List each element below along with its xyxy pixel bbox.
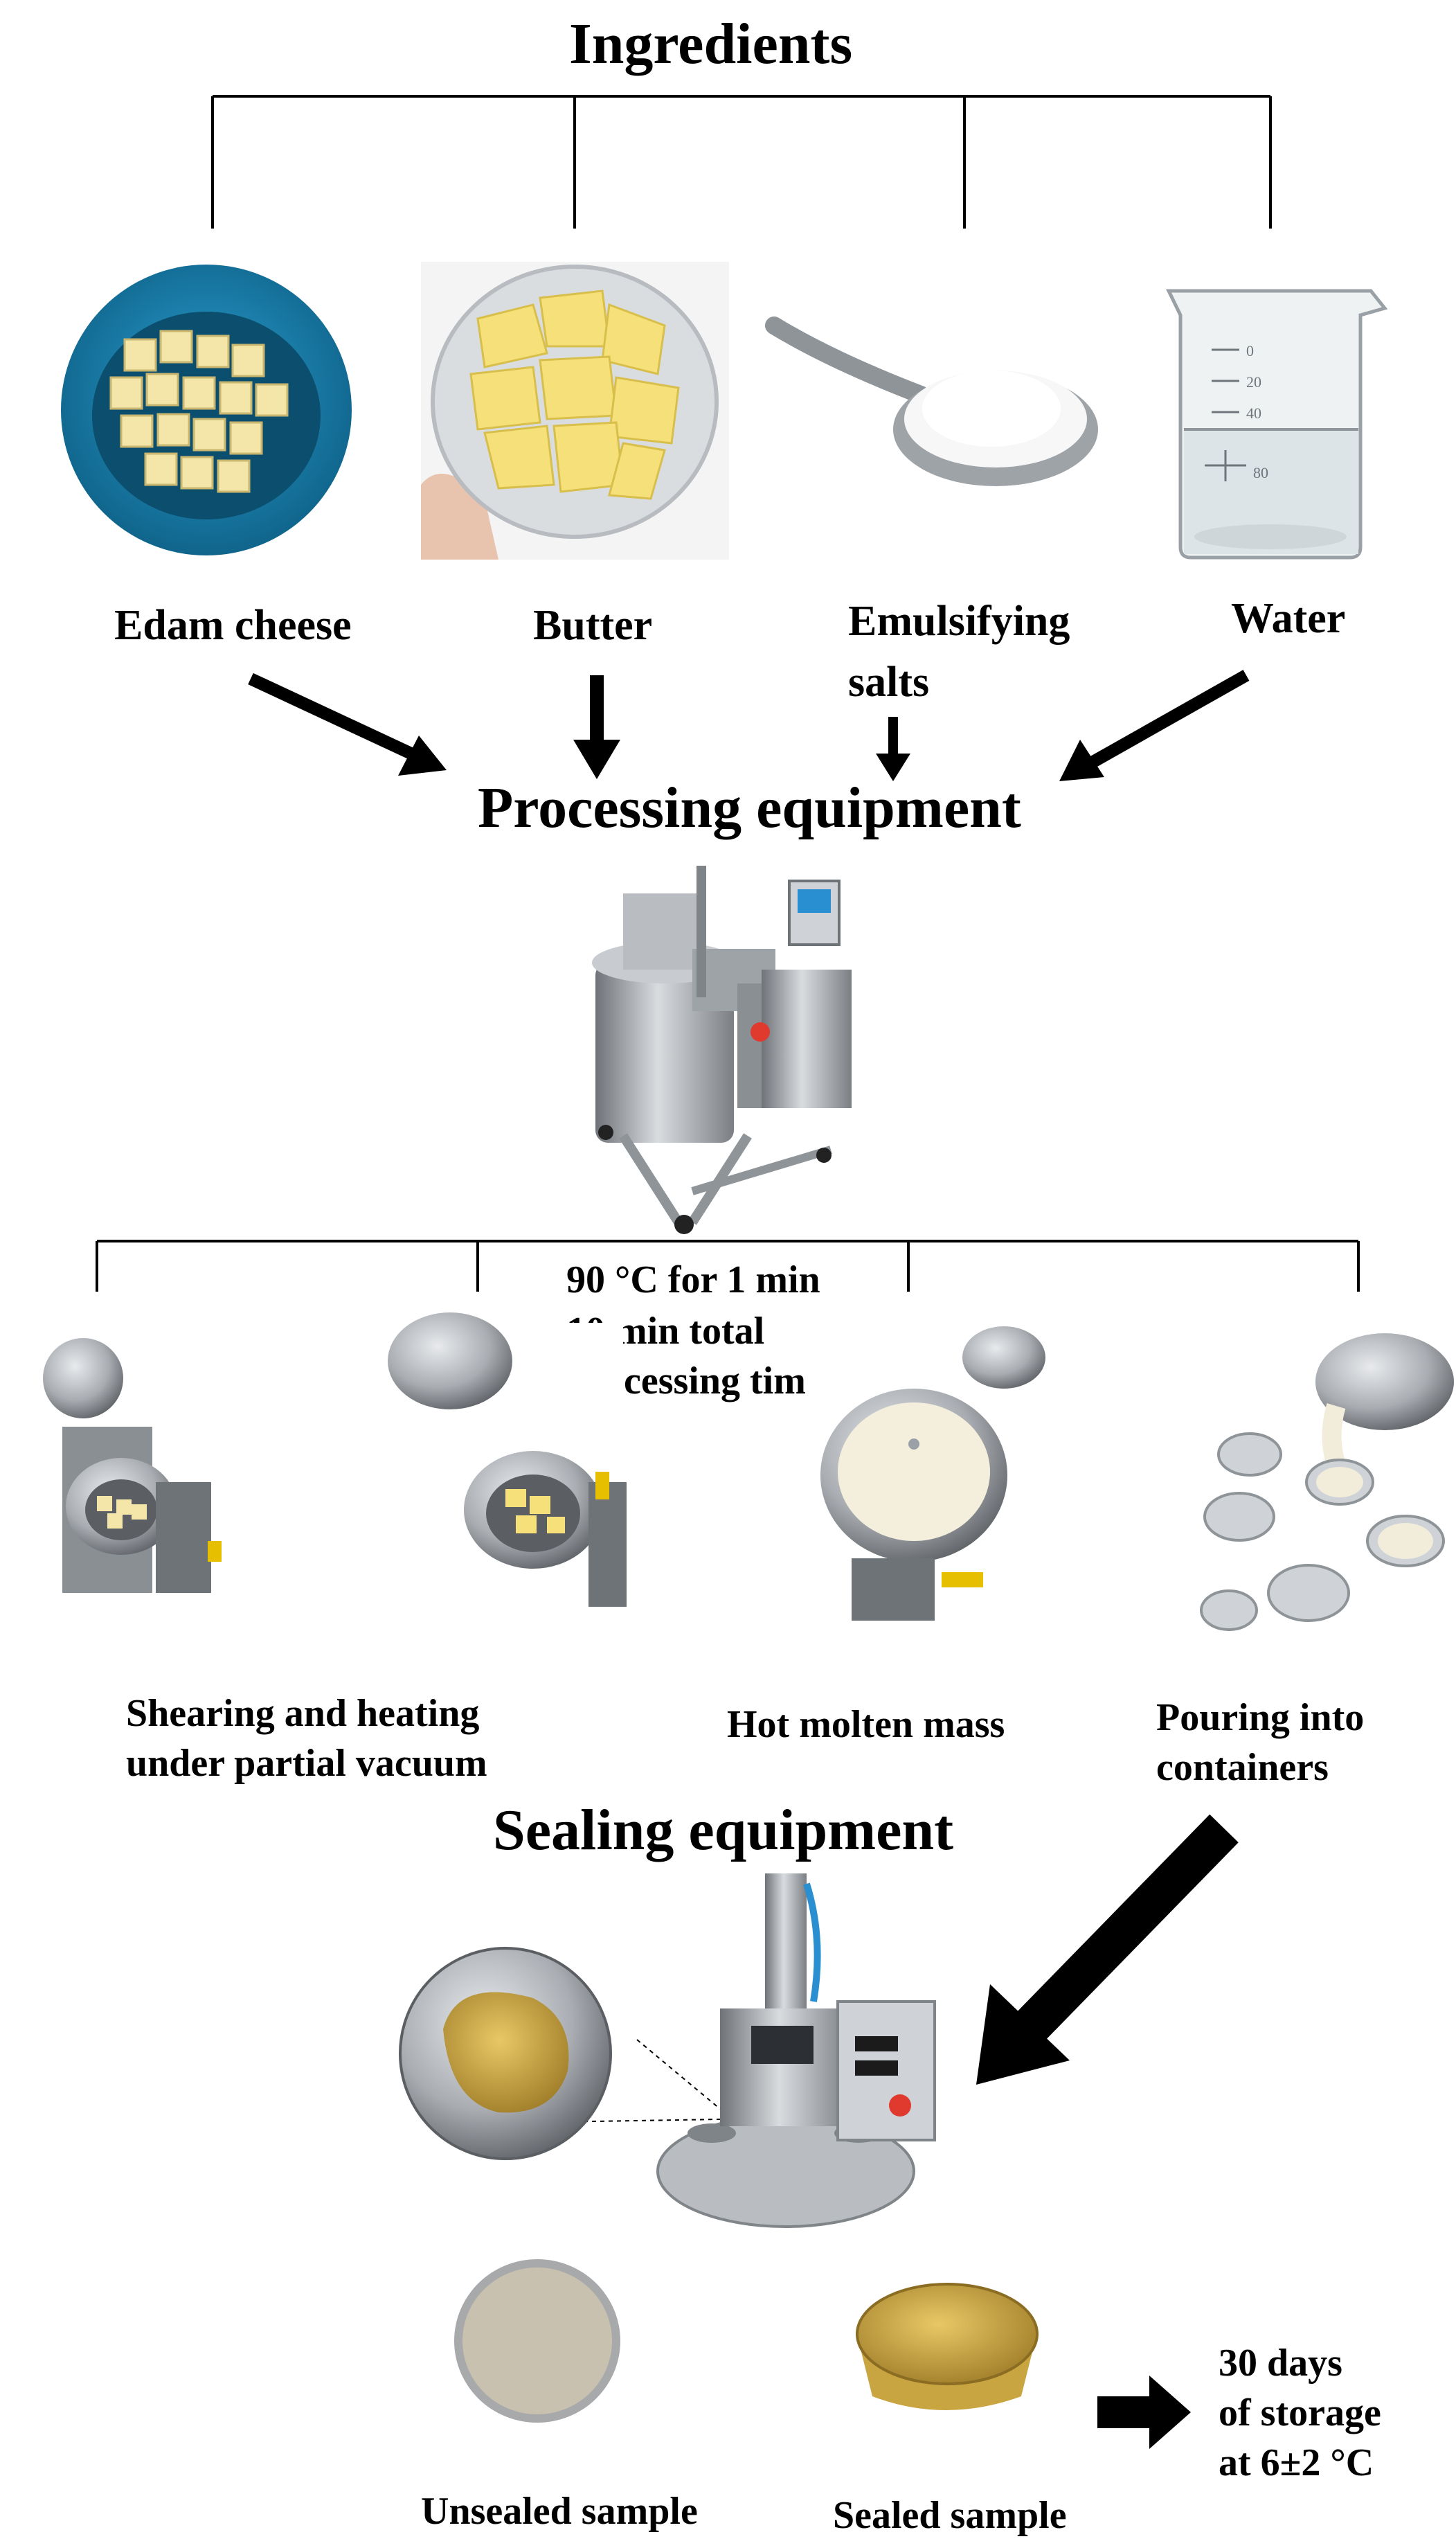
emulsifying-salts-image	[765, 317, 1098, 486]
edam-cheese-image	[61, 265, 352, 555]
processing-machine-image	[592, 866, 852, 1234]
shearing-photo-2	[388, 1312, 627, 1634]
shearing-photo-1	[21, 1338, 239, 1631]
label-pouring-2: containers	[1156, 1746, 1329, 1789]
beaker-mark-20: 20	[1246, 373, 1261, 391]
label-edam-cheese: Edam cheese	[114, 602, 352, 649]
arrow-to-sealing	[976, 1814, 1239, 2085]
title-processing-equipment: Processing equipment	[478, 776, 1021, 840]
arrow-to-storage	[1097, 2376, 1191, 2449]
label-emulsifying: Emulsifying	[848, 598, 1070, 645]
label-pouring-1: Pouring into	[1156, 1696, 1365, 1739]
label-water: Water	[1231, 595, 1346, 642]
ingredients-connector	[211, 95, 1272, 229]
label-shearing-1: Shearing and heating	[126, 1692, 480, 1735]
beaker-mark-80: 80	[1253, 464, 1268, 481]
sealing-machine-image	[656, 1873, 936, 2228]
water-beaker-image: 0 20 40 80	[1166, 289, 1388, 560]
process-temp: 90 °C for 1 min	[566, 1258, 820, 1301]
storage-temp: at 6±2 °C	[1219, 2441, 1374, 2484]
label-salts: salts	[848, 659, 930, 706]
storage-of: of storage	[1219, 2391, 1381, 2434]
unsealed-sample-image	[454, 2259, 620, 2423]
storage-days: 30 days	[1219, 2342, 1342, 2385]
beaker-mark-0: 0	[1246, 342, 1254, 359]
label-shearing-2: under partial vacuum	[126, 1742, 487, 1785]
processing-steps-connector	[96, 1240, 1360, 1292]
title-ingredients: Ingredients	[569, 12, 853, 76]
title-sealing-equipment: Sealing equipment	[493, 1798, 954, 1862]
sealing-head-inset	[399, 1947, 721, 2160]
pouring-photo	[1200, 1323, 1454, 1634]
beaker-mark-40: 40	[1246, 404, 1261, 422]
label-butter: Butter	[533, 602, 653, 649]
label-sealed-sample: Sealed sample	[833, 2494, 1067, 2537]
label-unsealed-sample: Unsealed sample	[421, 2490, 698, 2533]
sealed-sample-image	[856, 2283, 1039, 2410]
butter-image	[421, 262, 729, 560]
arrows-to-processing	[248, 670, 1250, 781]
hot-mass-photo	[805, 1326, 1045, 1634]
label-hot-mass: Hot molten mass	[727, 1703, 1005, 1746]
